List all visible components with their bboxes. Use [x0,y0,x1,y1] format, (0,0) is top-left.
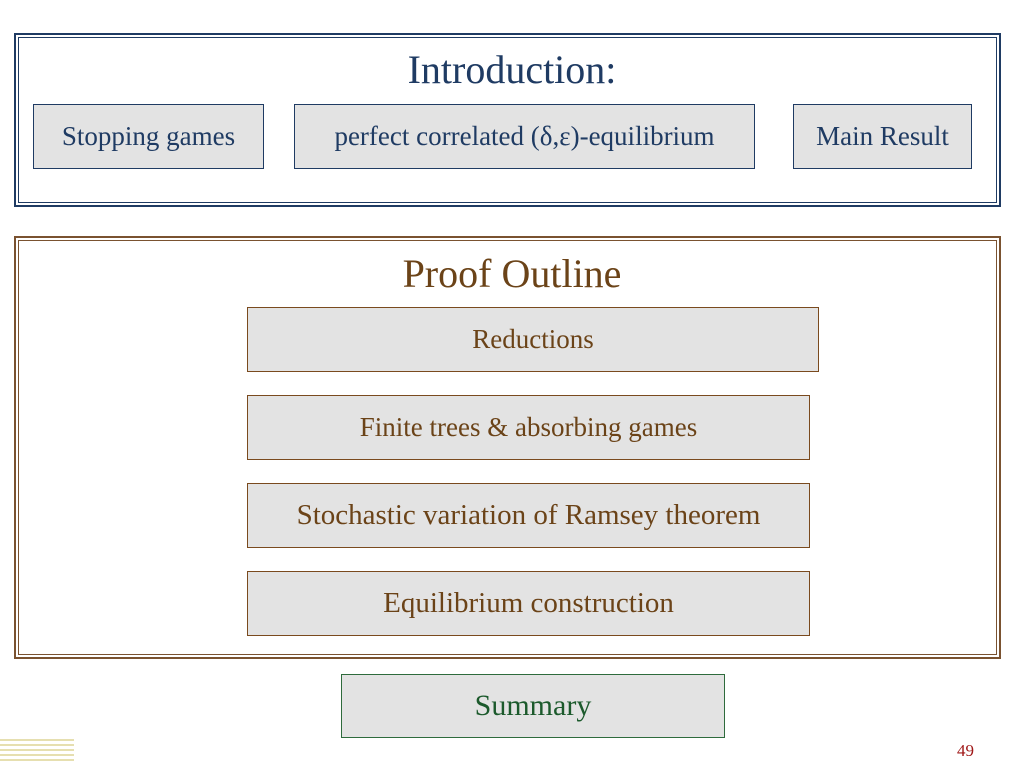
proof-step-ramsey-variation: Stochastic variation of Ramsey theorem [247,483,810,548]
proof-step-finite-trees: Finite trees & absorbing games [247,395,810,460]
intro-item-perfect-correlated-equilibrium: perfect correlated (δ,ε)-equilibrium [294,104,755,169]
proof-outline-title: Proof Outline [402,251,622,296]
intro-item-stopping-games: Stopping games [33,104,264,169]
page-number: 49 [957,741,974,760]
proof-step-reductions: Reductions [247,307,819,372]
proof-step-equilibrium-construction: Equilibrium construction [247,571,810,636]
summary-box: Summary [341,674,725,738]
proof-outline-frame [14,236,1001,659]
decorative-lines [0,739,74,761]
intro-item-main-result: Main Result [793,104,972,169]
introduction-title: Introduction: [407,47,617,92]
introduction-frame [14,33,1001,207]
